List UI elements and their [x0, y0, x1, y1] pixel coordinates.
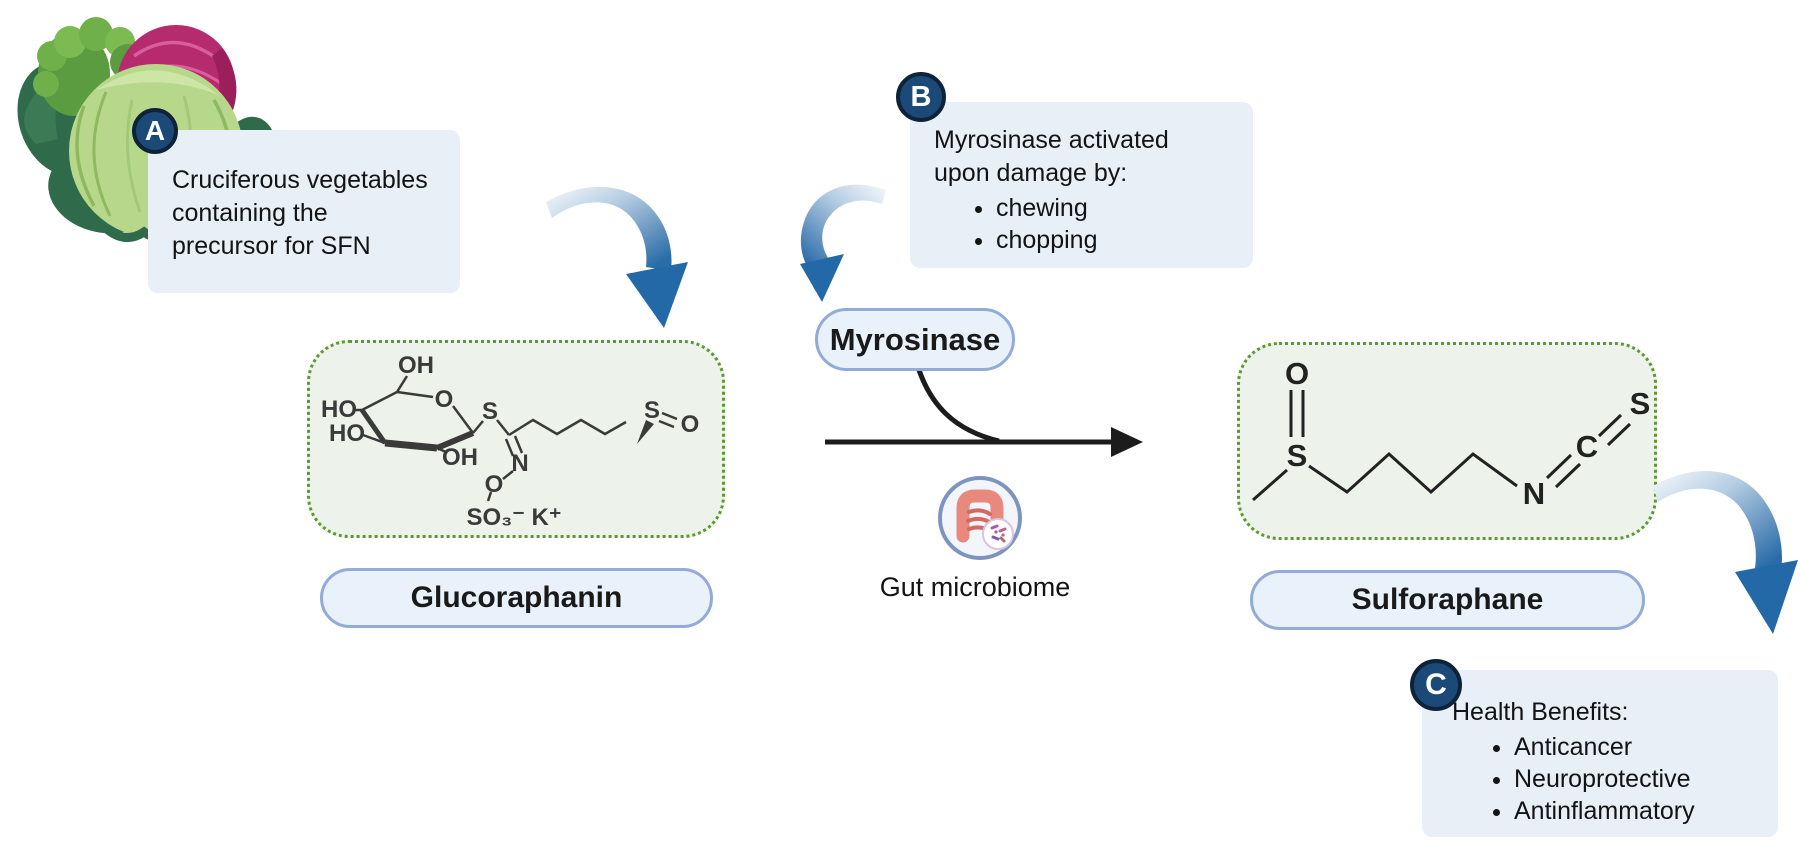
glucoraphanin-structure: OH O HO HO OH S N O SO₃⁻ K⁺ S O	[321, 352, 700, 531]
sulforaphane-label: Sulforaphane	[1351, 583, 1544, 616]
atom-ho-lower: HO	[329, 420, 365, 447]
atom-s-glycosidic: S	[482, 398, 498, 425]
atom-s-sulfinyl: S	[1287, 438, 1308, 473]
step-b-badge-letter: B	[910, 80, 932, 113]
atom-s-sulfinyl: S	[644, 397, 660, 424]
atom-n-imine: N	[511, 450, 528, 477]
note-b-line-1: Myrosinase activated	[934, 126, 1169, 154]
curved-arrow-b-icon	[800, 184, 886, 302]
note-a-line-3: precursor for SFN	[172, 232, 371, 260]
sulforaphane-structure-box	[1237, 342, 1657, 540]
step-a-badge: A	[132, 108, 178, 154]
note-a-line-1: Cruciferous vegetables	[172, 166, 428, 194]
curved-arrow-a-icon	[546, 186, 688, 328]
atom-oh-top: OH	[398, 352, 434, 379]
myrosinase-label: Myrosinase	[829, 321, 1001, 357]
step-c-badge: C	[1410, 659, 1462, 711]
atom-o-sulfinyl: O	[681, 411, 700, 438]
note-c-heading: Health Benefits:	[1452, 698, 1629, 726]
note-c-bullet-neuroprotective: Neuroprotective	[1514, 763, 1766, 795]
sulforaphane-structure: O S N C S	[1252, 356, 1651, 511]
atom-n-itc: N	[1523, 476, 1545, 511]
atom-c-itc: C	[1576, 429, 1598, 464]
atom-ho-upper: HO	[321, 396, 357, 423]
atom-sulfate-group: SO₃⁻ K⁺	[466, 504, 561, 531]
myrosinase-pill: Myrosinase	[815, 308, 1015, 371]
glucoraphanin-label: Glucoraphanin	[410, 581, 623, 614]
note-step-a: Cruciferous vegetables containing the pr…	[148, 130, 460, 293]
glucoraphanin-pill: Glucoraphanin	[320, 568, 713, 628]
note-c-bullet-anticancer: Anticancer	[1514, 731, 1766, 763]
note-step-c: Health Benefits: Anticancer Neuroprotect…	[1422, 670, 1778, 837]
atom-ring-o: O	[435, 386, 454, 413]
gut-microbiome-icon	[938, 476, 1022, 560]
note-b-bullet-chopping: chopping	[996, 224, 1239, 256]
note-a-line-2: containing the	[172, 199, 328, 227]
step-a-badge-letter: A	[144, 115, 166, 146]
note-b-line-2: upon damage by:	[934, 159, 1128, 187]
curved-arrow-c-icon	[1653, 470, 1798, 634]
note-step-b: Myrosinase activated upon damage by: che…	[910, 102, 1253, 268]
step-b-badge: B	[896, 72, 946, 122]
atom-o-link: O	[485, 471, 504, 498]
atom-oh-bottom: OH	[442, 444, 478, 471]
reaction-arrow	[825, 369, 1143, 457]
atom-o-sulfinyl: O	[1285, 356, 1309, 391]
gut-microbiome-label: Gut microbiome	[879, 572, 1071, 602]
note-c-bullet-antinflammatory: Antinflammatory	[1514, 795, 1766, 827]
note-b-bullet-chewing: chewing	[996, 192, 1239, 224]
step-c-badge-letter: C	[1425, 668, 1447, 701]
atom-s-itc: S	[1630, 386, 1651, 421]
sulforaphane-pill: Sulforaphane	[1250, 570, 1645, 630]
